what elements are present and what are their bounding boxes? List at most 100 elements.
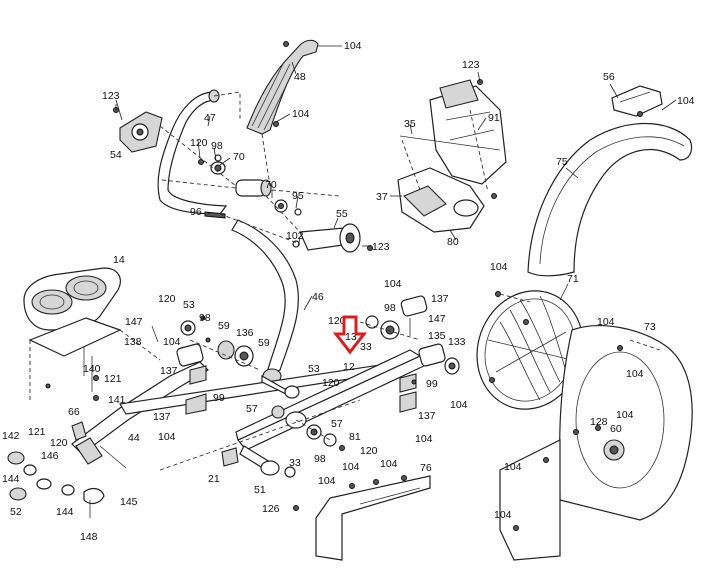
label-71: 71 [567, 273, 579, 285]
pivot-sleeve-70 [210, 161, 288, 213]
label-147-b: 147 [428, 313, 446, 325]
front-shroud-75 [527, 123, 693, 277]
label-99-a: 99 [213, 392, 225, 404]
label-104-m: 104 [342, 461, 360, 473]
label-128: 128 [590, 416, 608, 428]
label-123-left: 123 [102, 90, 120, 102]
label-120-f: 120 [328, 315, 346, 327]
upper-arm-47 [157, 89, 228, 215]
label-120-a: 120 [190, 137, 208, 149]
label-135: 135 [428, 330, 446, 342]
label-98-b: 98 [199, 312, 211, 324]
label-145: 145 [120, 496, 138, 508]
label-96: 96 [190, 206, 202, 218]
label-13: 13 [345, 331, 357, 343]
part-labels: 104 48 104 47 123 54 120 98 70 70 95 96 … [2, 40, 695, 543]
label-51: 51 [254, 484, 266, 496]
label-95: 95 [292, 190, 304, 202]
label-104-p: 104 [494, 509, 512, 521]
label-120-e: 120 [360, 445, 378, 457]
label-126: 126 [262, 503, 280, 515]
label-70-b: 70 [265, 179, 277, 191]
label-137-d: 137 [418, 410, 436, 422]
label-147-a: 147 [125, 316, 143, 328]
label-104-i: 104 [626, 368, 644, 380]
label-144-b: 144 [56, 506, 74, 518]
label-48: 48 [294, 71, 306, 83]
label-104-k: 104 [616, 409, 634, 421]
label-141: 141 [108, 394, 126, 406]
label-12: 12 [343, 361, 355, 373]
right-housing-73 [558, 325, 693, 521]
label-104-g: 104 [490, 261, 508, 273]
shroud-cap-56 [611, 85, 663, 117]
label-98-c: 98 [314, 453, 326, 465]
label-104-j: 104 [450, 399, 468, 411]
label-104-shroud: 104 [677, 95, 695, 107]
label-59-a: 59 [218, 320, 230, 332]
console-base-80 [397, 167, 485, 233]
base-housing-76 [315, 439, 561, 561]
rail-bushings-right [359, 295, 460, 413]
label-57-a: 57 [246, 403, 258, 415]
label-123-top: 123 [462, 59, 480, 71]
down-arrow-icon [332, 315, 368, 355]
label-91: 91 [488, 112, 500, 124]
label-142: 142 [2, 430, 20, 442]
label-98-a: 98 [211, 140, 223, 152]
label-136: 136 [236, 327, 254, 339]
label-123-mid: 123 [372, 241, 390, 253]
pivot-axle-55 [299, 223, 361, 253]
label-59-b: 59 [258, 337, 270, 349]
label-35: 35 [404, 118, 416, 130]
label-146: 146 [41, 450, 59, 462]
label-104-n: 104 [380, 458, 398, 470]
pedal-hardware [7, 329, 161, 518]
label-138: 138 [124, 336, 142, 348]
label-33-a: 33 [289, 457, 301, 469]
housing-hardware [293, 111, 661, 531]
label-70-a: 70 [233, 151, 245, 163]
label-104-h: 104 [597, 316, 615, 328]
label-37: 37 [376, 191, 388, 203]
label-44: 44 [128, 432, 140, 444]
label-121-b: 121 [28, 426, 46, 438]
rail-bushings-left [151, 315, 261, 415]
label-133: 133 [448, 336, 466, 348]
label-104-c: 104 [163, 336, 181, 348]
label-104-o: 104 [318, 475, 336, 487]
label-53-a: 53 [183, 299, 195, 311]
label-98-d: 98 [384, 302, 396, 314]
label-47: 47 [204, 112, 216, 124]
label-66: 66 [68, 406, 80, 418]
assembly-lines-upper-left [159, 91, 341, 245]
label-120-b: 120 [158, 293, 176, 305]
label-80: 80 [447, 236, 459, 248]
label-104-handle: 104 [292, 108, 310, 120]
label-137-c: 137 [431, 293, 449, 305]
hardware-upper-left [113, 41, 373, 251]
label-73: 73 [644, 321, 656, 333]
label-120-c: 120 [50, 437, 68, 449]
label-52: 52 [10, 506, 22, 518]
label-57-b: 57 [331, 418, 343, 430]
label-54: 54 [110, 149, 122, 161]
handle-48 [246, 39, 319, 135]
label-104-l: 104 [504, 461, 522, 473]
label-104-e: 104 [384, 278, 402, 290]
label-21: 21 [208, 473, 220, 485]
label-102: 102 [286, 230, 304, 242]
label-104-top: 104 [344, 40, 362, 52]
label-120-d: 120 [322, 377, 340, 389]
label-60: 60 [610, 423, 622, 435]
label-104-d: 104 [158, 431, 176, 443]
label-75: 75 [556, 156, 568, 168]
label-137-b: 137 [153, 411, 171, 423]
console-91 [429, 79, 507, 185]
label-104-f: 104 [415, 433, 433, 445]
label-46: 46 [312, 291, 324, 303]
label-53-b: 53 [308, 363, 320, 375]
label-55: 55 [336, 208, 348, 220]
label-14: 14 [113, 254, 125, 266]
